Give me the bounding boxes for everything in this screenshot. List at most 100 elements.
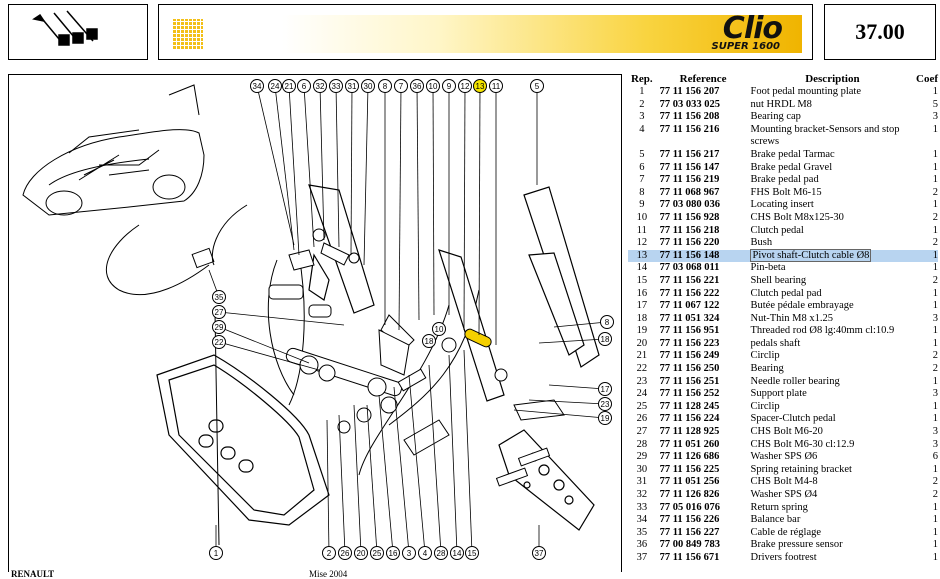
cell-reference: 77 11 156 227	[659, 526, 720, 538]
cell-description: Brake pedal Tarmac	[750, 148, 835, 160]
header-coef: Coef	[916, 73, 938, 85]
callout-number: 31	[348, 82, 357, 91]
cell-rep: 17	[636, 300, 648, 312]
callout-leader	[319, 85, 325, 241]
cell-rep: 20	[636, 337, 648, 349]
cell-coef: 1	[932, 161, 938, 173]
cell-rep: 37	[636, 551, 648, 563]
callout-circle	[209, 546, 223, 560]
cell-reference: 77 11 156 249	[659, 350, 720, 362]
cell-rep: 22	[636, 363, 648, 375]
cell-description: Spacer-Clutch pedal	[750, 413, 836, 425]
cell-coef: 1	[932, 86, 938, 97]
callout-number: 34	[253, 82, 262, 91]
cell-coef: 1	[932, 413, 938, 425]
renault-sport-grid-icon	[173, 19, 203, 49]
callout-circle	[370, 546, 384, 560]
callout-circle	[434, 546, 448, 560]
cell-rep: 36	[636, 539, 648, 551]
cell-rep: 8	[639, 186, 645, 198]
cell-description: Bearing cap	[750, 111, 801, 123]
highlighted-description: Pivot shaft-Clutch cable Ø8	[750, 248, 872, 262]
cell-coef: 1	[932, 224, 938, 236]
cell-description: Support plate	[750, 388, 807, 400]
cell-coef: 1	[932, 539, 938, 551]
cell-description: FHS Bolt M6-15	[750, 186, 822, 198]
cell-rep: 27	[636, 426, 648, 438]
cell-description: Pin-beta	[750, 262, 786, 274]
callout-leader	[432, 85, 435, 316]
cell-coef: 3	[932, 111, 938, 123]
callout-number: 1	[214, 549, 219, 558]
cell-reference: 77 11 156 148	[659, 249, 720, 261]
callout-number: 5	[535, 82, 540, 91]
cell-rep: 5	[639, 148, 645, 160]
cell-description: Return spring	[750, 501, 808, 513]
cell-description: Bush	[750, 237, 773, 249]
callout-number: 13	[476, 82, 485, 91]
callout-number: 26	[341, 549, 350, 558]
callout-number: 8	[383, 82, 388, 91]
callout-leader	[338, 414, 346, 554]
callout-circle	[212, 305, 226, 319]
cell-coef: 6	[932, 451, 938, 463]
cell-description: Clutch pedal	[750, 224, 804, 236]
cell-reference: 77 11 156 252	[659, 388, 720, 400]
cell-rep: 11	[636, 224, 647, 236]
callout-leader	[353, 404, 362, 554]
callout-leader	[478, 85, 481, 336]
callout-circle	[386, 546, 400, 560]
callout-leader	[218, 326, 310, 364]
callout-number: 35	[215, 293, 224, 302]
callout-circle	[345, 79, 359, 93]
cell-description: Shell bearing	[750, 274, 807, 286]
callout-circle	[322, 546, 336, 560]
cell-reference: 77 05 016 076	[659, 501, 721, 513]
cell-rep: 15	[636, 274, 648, 286]
cell-coef: 1	[932, 501, 938, 513]
callout-leader	[416, 85, 420, 321]
callout-circle	[282, 79, 296, 93]
callout-circle	[432, 322, 446, 336]
cell-description: Threaded rod Ø8 lg:40mm cl:10.9	[750, 325, 895, 337]
cell-coef: 2	[932, 274, 938, 286]
callout-leader	[326, 419, 330, 554]
callout-leader	[335, 85, 340, 248]
header-brand: Clio SUPER 1600	[158, 4, 813, 60]
callout-leader	[218, 341, 320, 371]
cell-rep: 24	[636, 388, 648, 400]
cell-rep: 33	[636, 501, 648, 513]
callout-number: 7	[399, 82, 404, 91]
callout-circle	[212, 290, 226, 304]
callout-circle	[442, 79, 456, 93]
cell-rep: 10	[636, 211, 648, 223]
brand-subtitle: SUPER 1600	[711, 41, 781, 52]
cell-rep: 9	[639, 199, 645, 211]
header-reference: Reference	[679, 73, 727, 85]
callout-circle	[532, 546, 546, 560]
cell-description: Balance bar	[750, 514, 801, 526]
cell-rep: 13	[636, 249, 648, 261]
cell-reference: 77 11 126 686	[659, 451, 720, 463]
callout-leader	[274, 85, 295, 251]
cell-coef: 3	[932, 438, 938, 450]
cell-coef: 1	[932, 123, 938, 135]
callout-number: 11	[492, 82, 501, 91]
parts-table-header: Rep. Reference Description Coef	[628, 72, 938, 86]
callout-leader	[513, 409, 606, 419]
cell-rep: 34	[636, 514, 648, 526]
cell-rep: 31	[636, 476, 648, 488]
callout-leader	[256, 85, 295, 246]
cell-description: Brake pressure sensor	[750, 539, 843, 551]
cell-rep: 6	[639, 161, 645, 173]
cell-rep: 16	[636, 287, 648, 299]
cell-rep: 28	[636, 438, 648, 450]
cell-coef: 1	[932, 463, 938, 475]
cell-rep: 30	[636, 463, 648, 475]
